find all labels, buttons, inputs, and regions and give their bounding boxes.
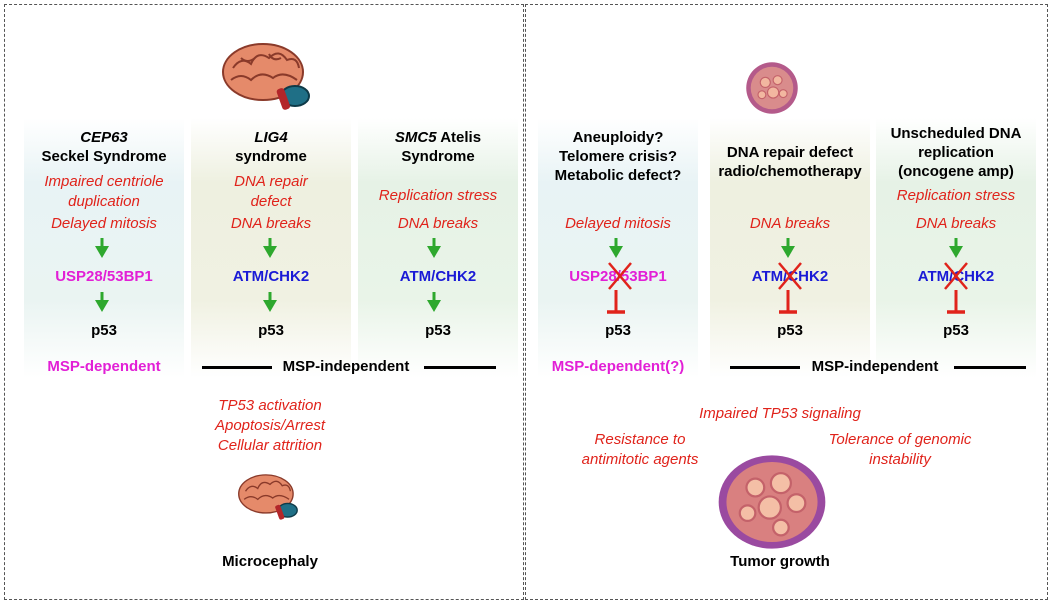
effect-text: DNA breaks bbox=[230, 215, 312, 232]
msp-independent-label: MSP-independent bbox=[811, 358, 939, 375]
activation-arrow bbox=[261, 290, 279, 314]
block-cross-icon bbox=[777, 261, 803, 291]
activation-arrow bbox=[93, 290, 111, 314]
mediator-label: ATM/CHK2 bbox=[399, 268, 477, 285]
outcome-text: Tolerance of genomic bbox=[828, 431, 972, 448]
tumor-icon bbox=[746, 62, 798, 114]
outcome-text: Cellular attrition bbox=[217, 437, 323, 454]
msp-dependent-label: MSP-dependent bbox=[47, 358, 161, 375]
left-panel bbox=[4, 4, 524, 600]
msp-independent-label: MSP-independent bbox=[282, 358, 410, 375]
activation-arrow bbox=[425, 236, 443, 260]
block-cross-icon bbox=[607, 261, 633, 291]
msp-independent-rule bbox=[954, 366, 1026, 369]
effect-text: DNA breaks bbox=[915, 215, 997, 232]
right-panel bbox=[525, 4, 1048, 600]
msp-independent-rule bbox=[424, 366, 496, 369]
activation-arrow bbox=[261, 236, 279, 260]
inhibition-bar bbox=[945, 288, 967, 314]
inhibition-bar bbox=[777, 288, 799, 314]
msp-independent-rule bbox=[202, 366, 272, 369]
column-header: DNA repair defect radio/chemotherapy bbox=[718, 144, 862, 180]
brain-icon bbox=[238, 474, 298, 520]
activation-arrow bbox=[947, 236, 965, 260]
block-cross-icon bbox=[943, 261, 969, 291]
outcome-text: TP53 activation bbox=[218, 397, 322, 414]
effect-text: DNA breaks bbox=[749, 215, 831, 232]
outcome-text: Resistance to bbox=[594, 431, 686, 448]
result-label: Microcephaly bbox=[222, 553, 318, 570]
column-header: Unscheduled DNA replication (oncogene am… bbox=[890, 125, 1022, 180]
effect-text: defect bbox=[250, 193, 292, 210]
p53-label: p53 bbox=[605, 322, 631, 339]
syndrome-name: syndrome bbox=[235, 148, 307, 165]
mediator-label: USP28/53BP1 bbox=[55, 268, 153, 285]
outcome-text: instability bbox=[869, 451, 931, 468]
column-header: LIG4 syndrome bbox=[191, 128, 351, 166]
p53-label: p53 bbox=[777, 322, 803, 339]
p53-label: p53 bbox=[91, 322, 117, 339]
outcome-text: antimitotic agents bbox=[581, 451, 699, 468]
effect-text: Replication stress bbox=[896, 187, 1016, 204]
effect-text: Delayed mitosis bbox=[565, 215, 671, 232]
p53-label: p53 bbox=[425, 322, 451, 339]
effect-text: DNA repair bbox=[234, 173, 308, 190]
gene-name: CEP63 bbox=[80, 129, 128, 146]
gene-name: SMC5 bbox=[394, 129, 437, 146]
result-label: Tumor growth bbox=[730, 553, 830, 570]
column-header: CEP63 Seckel Syndrome bbox=[24, 128, 184, 166]
p53-label: p53 bbox=[258, 322, 284, 339]
mediator-label: ATM/CHK2 bbox=[232, 268, 310, 285]
activation-arrow bbox=[425, 290, 443, 314]
column-header: SMC5 Atelis Syndrome bbox=[358, 128, 518, 166]
outcome-text: Impaired TP53 signaling bbox=[699, 405, 861, 422]
syndrome-name: Seckel Syndrome bbox=[41, 148, 167, 165]
tumor-icon bbox=[718, 455, 826, 549]
msp-dependent-label: MSP-dependent(?) bbox=[551, 358, 685, 375]
msp-independent-rule bbox=[730, 366, 800, 369]
effect-text: Impaired centriole bbox=[44, 173, 164, 190]
syndrome-name: Atelis bbox=[440, 129, 482, 146]
effect-text: Replication stress bbox=[378, 187, 498, 204]
activation-arrow bbox=[93, 236, 111, 260]
effect-text: DNA breaks bbox=[397, 215, 479, 232]
outcome-text: Apoptosis/Arrest bbox=[214, 417, 326, 434]
syndrome-name: Syndrome bbox=[401, 148, 475, 165]
column-header: Aneuploidy? Telomere crisis? Metabolic d… bbox=[554, 129, 682, 184]
effect-text: Delayed mitosis bbox=[51, 215, 157, 232]
effect-text: duplication bbox=[68, 193, 140, 210]
activation-arrow bbox=[607, 236, 625, 260]
activation-arrow bbox=[779, 236, 797, 260]
p53-label: p53 bbox=[943, 322, 969, 339]
gene-name: LIG4 bbox=[254, 129, 288, 146]
inhibition-bar bbox=[605, 288, 627, 314]
brain-icon bbox=[222, 43, 310, 110]
